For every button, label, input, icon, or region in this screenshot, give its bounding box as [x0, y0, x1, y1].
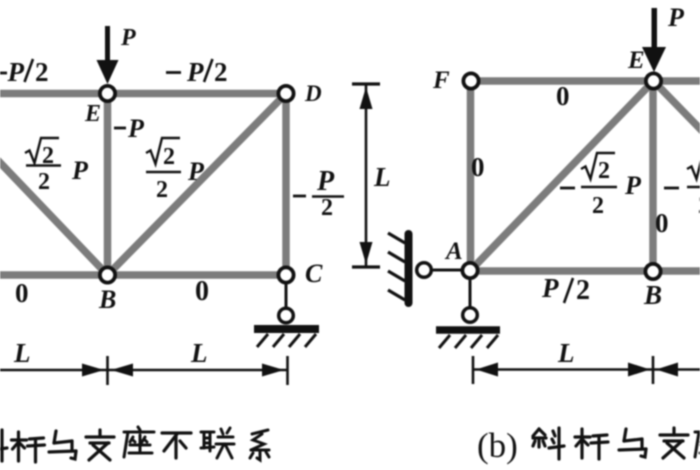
svg-text:0: 0 [655, 208, 669, 238]
svg-text:P: P [187, 157, 205, 186]
svg-text:2: 2 [214, 57, 228, 87]
svg-text:B: B [643, 280, 662, 310]
svg-text:0: 0 [556, 81, 570, 111]
svg-text:P: P [71, 156, 89, 185]
svg-text:P: P [7, 57, 25, 87]
svg-text:L: L [13, 338, 31, 368]
svg-text:C: C [305, 259, 323, 288]
svg-text:2: 2 [321, 195, 333, 221]
svg-text:2: 2 [42, 143, 54, 169]
svg-text:B: B [98, 285, 116, 314]
svg-text:L: L [373, 162, 391, 192]
svg-text:E: E [84, 101, 101, 127]
svg-text:2: 2 [156, 177, 168, 203]
svg-text:A: A [444, 238, 463, 265]
svg-text:P: P [120, 25, 136, 51]
svg-text:2: 2 [698, 193, 700, 219]
svg-text:P: P [186, 57, 204, 87]
svg-text:D: D [304, 81, 322, 106]
svg-text:E: E [627, 47, 645, 74]
svg-text:F: F [432, 67, 450, 94]
svg-text:L: L [190, 338, 208, 368]
svg-text:0: 0 [15, 278, 29, 308]
svg-text:P: P [541, 273, 559, 303]
svg-text:2: 2 [592, 193, 604, 219]
svg-text:P: P [667, 3, 685, 32]
svg-text:0: 0 [471, 152, 485, 182]
svg-text:0: 0 [195, 276, 209, 307]
svg-text:P: P [127, 114, 145, 143]
svg-text:2: 2 [163, 144, 175, 170]
svg-text:2: 2 [576, 275, 590, 306]
svg-text:P: P [316, 166, 335, 197]
svg-text:L: L [557, 338, 575, 368]
svg-text:2: 2 [35, 57, 49, 87]
svg-text:2: 2 [38, 169, 50, 195]
svg-text:(b): (b) [477, 426, 518, 465]
svg-text:P: P [624, 171, 642, 200]
svg-text:2: 2 [598, 158, 610, 184]
